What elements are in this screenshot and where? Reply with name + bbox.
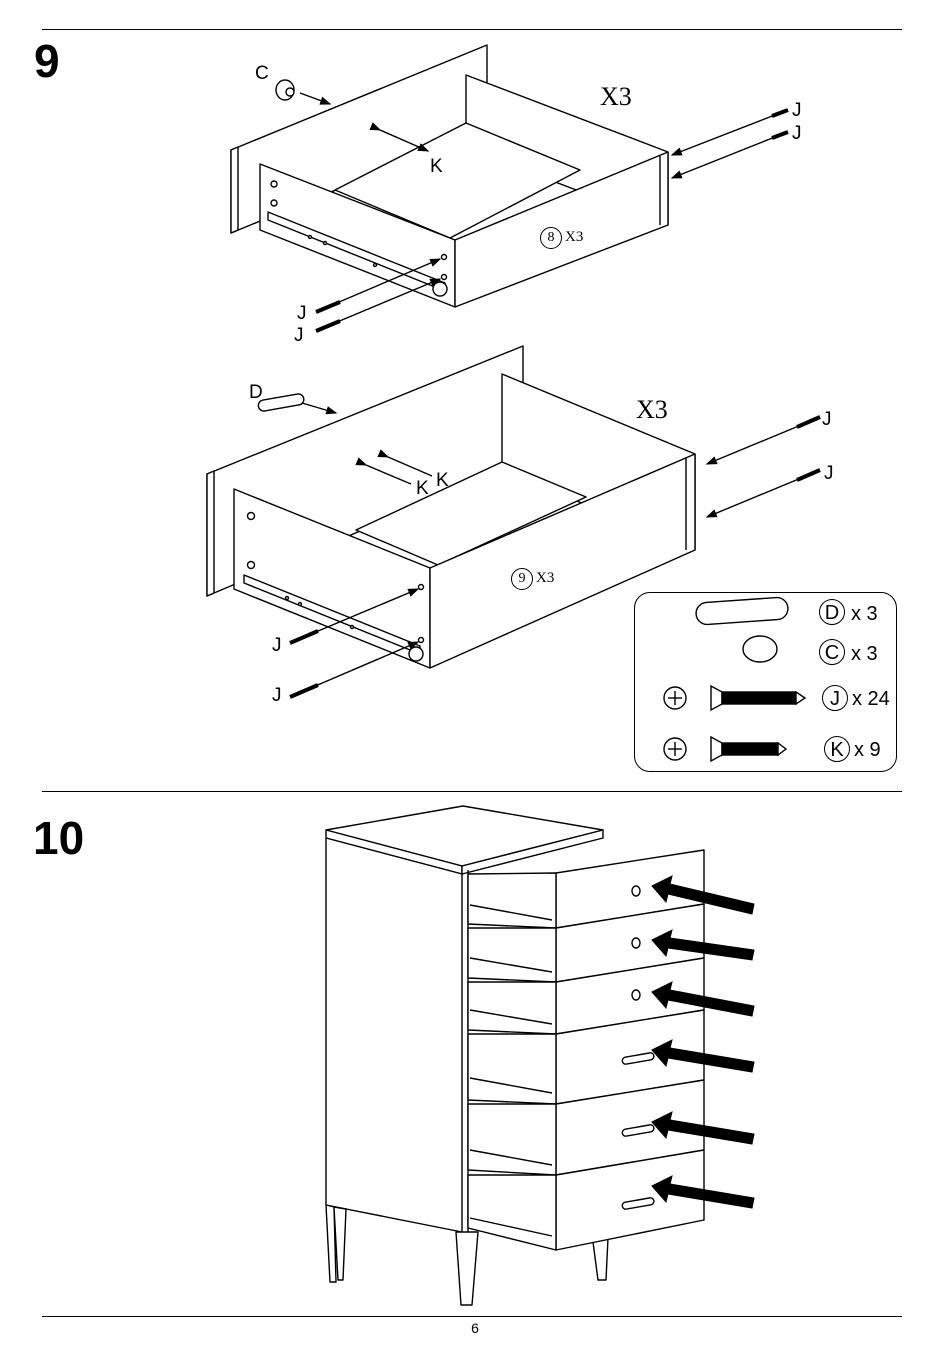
label-j-a3: J: [297, 304, 307, 323]
label-j-b1: J: [822, 410, 832, 429]
label-handle-d: D: [249, 383, 263, 402]
page-number: 6: [0, 1320, 950, 1336]
label-j-b2: J: [824, 464, 834, 483]
legend-code-j: J: [822, 685, 848, 711]
panel-id-9: 9: [511, 568, 533, 590]
label-j-b3: J: [272, 636, 282, 655]
label-screw-k-b2: K: [416, 479, 429, 498]
panel-id-8: 8: [540, 227, 562, 249]
label-knob-c: C: [255, 64, 269, 83]
label-screw-k-a: K: [430, 157, 443, 176]
chest-of-drawers: [326, 806, 704, 1305]
label-j-a1: J: [792, 101, 802, 120]
label-j-a2: J: [792, 124, 802, 143]
drawer-b-multiplier: X3: [636, 397, 668, 423]
legend-code-k: K: [824, 736, 850, 762]
label-j-a4: J: [294, 326, 304, 345]
legend-code-c: C: [819, 639, 845, 665]
label-j-b4: J: [272, 686, 282, 705]
drawer-a-multiplier: X3: [600, 84, 632, 110]
legend-qty-d: x 3: [851, 604, 878, 624]
legend-qty-c: x 3: [851, 644, 878, 664]
legend-qty-j: x 24: [852, 689, 890, 709]
panel-9-qty: X3: [536, 571, 554, 586]
drawer-b: [207, 346, 695, 668]
legend-code-d: D: [819, 599, 845, 625]
legend-qty-k: x 9: [854, 740, 881, 760]
label-screw-k-b1: K: [436, 471, 449, 490]
panel-8-qty: X3: [565, 230, 583, 245]
